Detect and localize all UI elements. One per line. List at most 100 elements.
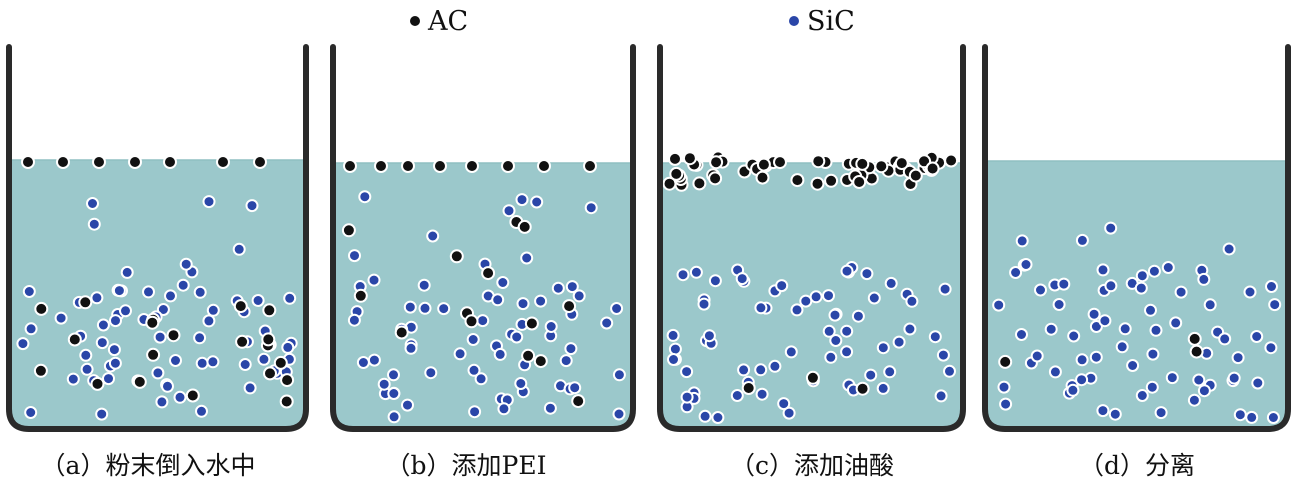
sic-particle [1264, 341, 1278, 355]
beaker-wall [982, 44, 1291, 432]
sic-particle [251, 294, 265, 307]
sic-particle [195, 356, 209, 370]
sic-particle-icon [789, 16, 799, 26]
sic-particle [1250, 330, 1264, 343]
sic-particle [467, 363, 481, 377]
sic-particle [202, 314, 216, 328]
ac-particle [216, 155, 230, 169]
sic-particle [173, 390, 187, 404]
sic-particle [782, 406, 796, 420]
sic-particle [666, 328, 680, 342]
ac-particle [185, 388, 200, 403]
sic-particle [1161, 261, 1175, 274]
ac-particle [56, 155, 70, 169]
ac-particle [235, 334, 250, 349]
sic-particle [551, 281, 565, 295]
ac-particle [262, 303, 277, 318]
sic-particle [1134, 281, 1148, 295]
sic-particle [1096, 263, 1110, 277]
sic-particle [1087, 307, 1101, 321]
sic-particle [358, 190, 372, 204]
sic-particle [851, 309, 865, 323]
ac-particle [163, 155, 177, 169]
sic-particle [667, 353, 680, 366]
sic-particle [95, 336, 109, 350]
sic-particle [66, 372, 80, 386]
water [9, 160, 306, 429]
sic-particle [928, 330, 942, 344]
sic-particle [530, 195, 544, 209]
sic-particle [1118, 322, 1132, 336]
sic-particle [112, 284, 126, 298]
sic-particle [544, 320, 558, 333]
sic-particle [777, 397, 791, 411]
sic-particle [437, 302, 451, 316]
sic-particle [417, 278, 431, 292]
sic-particle [876, 381, 890, 395]
sic-particle [1192, 373, 1206, 387]
ac-particle [998, 354, 1013, 369]
beaker-wall [657, 44, 966, 432]
sic-particle [1052, 298, 1066, 311]
sic-particle [468, 405, 482, 419]
ac-particle [583, 159, 597, 173]
ac-particle [668, 151, 682, 166]
ac-particle [92, 155, 106, 169]
ac-particle [874, 159, 889, 174]
sic-particle [281, 340, 295, 354]
sic-particle [1187, 393, 1201, 407]
sic-particle [1044, 322, 1058, 336]
sic-particle [1197, 384, 1211, 398]
sic-particle [257, 352, 271, 366]
ac-particle [925, 161, 940, 176]
sic-particle [418, 301, 432, 315]
beaker-d [982, 44, 1291, 432]
sic-particle [903, 322, 917, 336]
sic-particle [775, 279, 789, 293]
sic-particle [1104, 221, 1118, 235]
sic-particle [120, 265, 134, 279]
sic-particle [1203, 298, 1217, 312]
beaker-diagram [6, 44, 1291, 432]
sic-particle [840, 324, 854, 338]
ac-particle [521, 348, 536, 363]
sic-particle [934, 389, 948, 403]
sic-particle [534, 294, 548, 308]
sic-particle [668, 342, 682, 356]
ac-particle [790, 173, 805, 188]
sic-particle [1034, 283, 1047, 297]
sic-particle [516, 297, 530, 311]
ac-particle [374, 159, 388, 173]
sic-particle [206, 303, 220, 317]
sic-particle [860, 267, 874, 281]
ac-particle [562, 299, 577, 314]
sic-particle [404, 341, 418, 355]
sic-particle [347, 313, 361, 327]
sic-particle [1104, 279, 1118, 293]
sic-particle [510, 330, 524, 344]
sic-particle [142, 285, 155, 299]
sic-particle [161, 379, 174, 393]
sic-particle [564, 342, 578, 356]
sic-particle [892, 335, 906, 349]
sic-particle [864, 368, 878, 382]
ac-particle [132, 374, 147, 389]
ac-particle [465, 159, 479, 173]
ac-particle [537, 159, 551, 173]
sic-particle [755, 387, 769, 401]
sic-particle [80, 362, 94, 376]
sic-particle [735, 272, 749, 286]
sic-particle [153, 330, 167, 344]
sic-particle [1144, 303, 1157, 317]
ac-particle [67, 332, 82, 347]
sic-particle [612, 407, 626, 421]
sic-particle [520, 251, 534, 265]
sic-particle [698, 409, 712, 423]
sic-particle [680, 365, 694, 379]
beaker-wall [330, 44, 636, 432]
ac-particle [1187, 331, 1202, 346]
sic-particle [938, 282, 952, 296]
beaker-wall [6, 44, 309, 432]
legend-sic-label: SiC [807, 5, 855, 37]
sic-particle [243, 381, 257, 395]
